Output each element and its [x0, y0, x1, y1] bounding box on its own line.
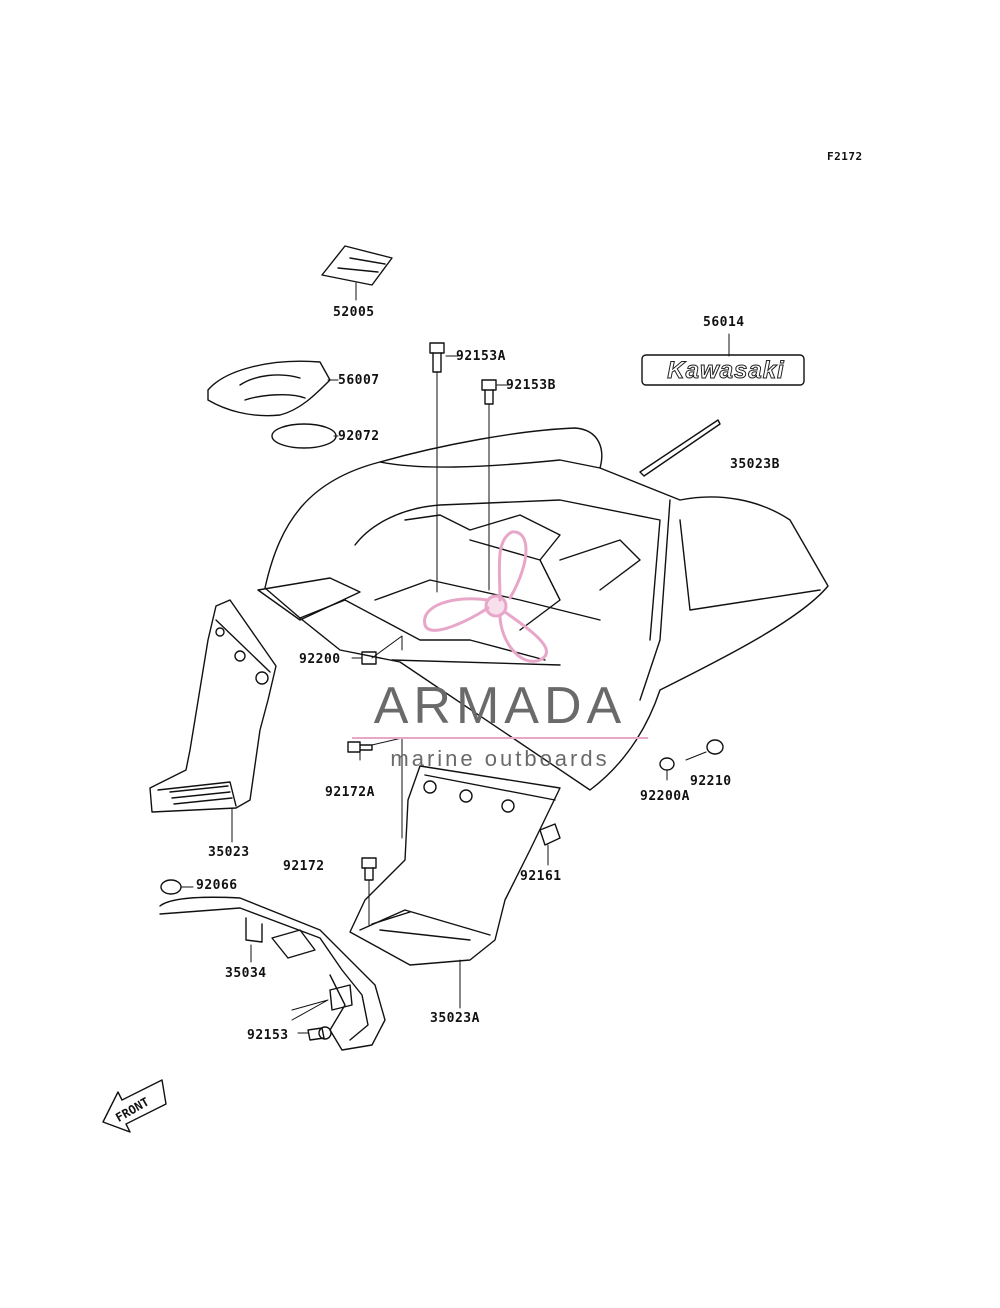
washer-92200A [659, 757, 675, 771]
ring-92072 [271, 423, 337, 449]
bolt-92153B [481, 379, 497, 405]
label-35023: 35023 [208, 845, 250, 860]
bolt-92153 [307, 1026, 332, 1041]
label-56014: 56014 [703, 315, 745, 330]
label-92172: 92172 [283, 859, 325, 874]
label-92210: 92210 [690, 774, 732, 789]
stripe-decal [639, 419, 721, 477]
label-92200: 92200 [299, 652, 341, 667]
front-arrow [102, 1079, 167, 1133]
grab-bar-35034 [159, 896, 386, 1051]
watermark-subtitle: marine outboards [390, 746, 610, 771]
label-52005: 52005 [333, 305, 375, 320]
nut-92200 [361, 651, 377, 665]
bolt-92153A [429, 342, 445, 373]
cover-56007 [207, 360, 331, 417]
figure-code: F2172 [827, 150, 863, 163]
decal-kawasaki-text: Kawasaki [667, 357, 785, 385]
bolt-92172A [347, 741, 373, 753]
clip-92161 [539, 823, 561, 846]
label-92200A: 92200A [640, 789, 690, 804]
label-92066: 92066 [196, 878, 238, 893]
watermark-rule [352, 737, 648, 739]
rear-fender-35023B [257, 427, 829, 791]
decal-52005 [321, 245, 393, 286]
cap-92066 [160, 879, 182, 895]
label-92153B: 92153B [506, 378, 556, 393]
label-92153: 92153 [247, 1028, 289, 1043]
label-35023A: 35023A [430, 1011, 480, 1026]
label-92172A: 92172A [325, 785, 375, 800]
nut-92210 [706, 739, 724, 755]
bolt-92172 [361, 857, 377, 881]
watermark-title: ARMADA [373, 677, 627, 735]
footwell-35023A [349, 765, 561, 966]
label-35023B: 35023B [730, 457, 780, 472]
label-92153A: 92153A [456, 349, 506, 364]
label-92072: 92072 [338, 429, 380, 444]
label-35034: 35034 [225, 966, 267, 981]
decal-kawasaki-frame [641, 354, 805, 386]
footwell-35023 [149, 599, 277, 813]
leader-lines [180, 282, 730, 1034]
label-92161: 92161 [520, 869, 562, 884]
label-56007: 56007 [338, 373, 380, 388]
watermark-propeller [423, 530, 548, 663]
